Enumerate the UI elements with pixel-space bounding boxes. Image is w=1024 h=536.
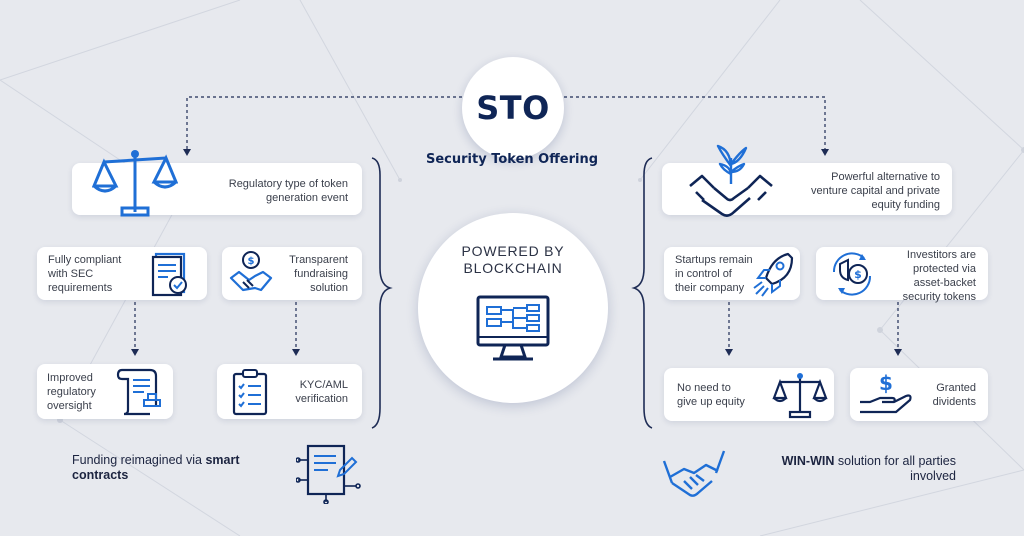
smart-contracts-bold1: smart [205, 453, 240, 467]
powerful-line3: equity funding [871, 199, 941, 211]
handshake-dollar-icon: $ [229, 251, 273, 292]
kyc-line2: verification [295, 393, 348, 405]
startups-text: Startups remain in control of their comp… [675, 253, 757, 295]
smart-contract-icon [296, 444, 361, 504]
investors-line2: protected via [913, 263, 976, 275]
powered-line1: POWERED BY [461, 243, 565, 259]
card-regulatory-token [72, 163, 362, 215]
scales-icon [92, 150, 178, 217]
page-subtitle: Security Token Offering [425, 152, 598, 167]
checklist-icon [232, 369, 268, 416]
hand-dollar-icon: $ [860, 371, 912, 414]
equity-line2: give up equity [677, 396, 745, 408]
improved-line2: regulatory [47, 386, 96, 398]
regulatory-text: Regulatory type of token generation even… [180, 177, 348, 205]
investors-line1: Investitors are [906, 249, 976, 261]
improved-line3: oversight [47, 400, 92, 412]
rocket-icon [753, 252, 794, 297]
startups-line2: in control of [675, 268, 732, 280]
transparent-line2: fundraising [294, 268, 348, 280]
kyc-line1: KYC/AML [299, 379, 348, 391]
smart-contracts-prefix: Funding reimagined via [72, 453, 202, 467]
card-improved-oversight [37, 364, 173, 419]
startups-line3: their company [675, 282, 745, 294]
equity-line1: No need to [677, 382, 731, 394]
dividends-text: Granted dividents [910, 381, 976, 409]
smart-contracts-text: Funding reimagined via smart contracts [72, 453, 302, 483]
scroll-stamp-icon [116, 368, 161, 416]
dividends-line1: Granted [936, 382, 976, 394]
startups-line1: Startups remain [675, 254, 753, 266]
card-startups-control [664, 247, 800, 300]
powerful-line1: Powerful alternative to [831, 171, 940, 183]
win-win-bold: WIN-WIN [781, 454, 835, 468]
shield-coin-icon: $ [832, 252, 872, 296]
equity-text: No need to give up equity [677, 381, 767, 409]
document-badge-icon [151, 252, 187, 297]
computer-network-icon [476, 295, 550, 361]
handshake-icon [662, 450, 726, 497]
powerful-text: Powerful alternative to venture capital … [770, 170, 940, 212]
win-win-rest1: solution for all parties [837, 454, 956, 468]
scales-icon [772, 373, 828, 419]
investors-line4: security tokens [902, 291, 976, 303]
handshake-sprout-icon [689, 144, 773, 217]
investors-text: Investitors are protected via asset-back… [880, 248, 976, 304]
regulatory-line1: Regulatory type of token [228, 178, 348, 190]
sec-line2: with SEC [48, 268, 94, 280]
powered-line2: BLOCKCHAIN [463, 260, 563, 276]
transparent-text: Transparent fundraising solution [270, 253, 348, 295]
sec-text: Fully compliant with SEC requirements [48, 253, 148, 295]
transparent-line3: solution [310, 282, 348, 294]
center-circle: POWERED BY BLOCKCHAIN [418, 213, 608, 403]
regulatory-line2: generation event [266, 192, 348, 204]
investors-line3: asset-backet [913, 277, 976, 289]
svg-text:$: $ [879, 371, 893, 395]
sec-line3: requirements [48, 282, 113, 294]
transparent-line1: Transparent [289, 254, 348, 266]
svg-text:$: $ [854, 268, 862, 281]
improved-line1: Improved [47, 372, 93, 384]
page-title: STO [476, 89, 550, 127]
powerful-line2: venture capital and private [810, 185, 940, 197]
improved-text: Improved regulatory oversight [47, 371, 117, 413]
powered-by-label: POWERED BY BLOCKCHAIN [418, 243, 608, 277]
win-win-text: WIN-WIN solution for all parties involve… [720, 454, 956, 484]
svg-text:$: $ [248, 256, 255, 267]
win-win-rest2: involved [910, 469, 956, 483]
sto-badge: STO [462, 57, 564, 159]
left-brace [371, 157, 393, 429]
smart-contracts-bold2: contracts [72, 468, 129, 482]
kyc-text: KYC/AML verification [280, 378, 348, 406]
sec-line1: Fully compliant [48, 254, 122, 266]
dividends-line2: dividents [932, 396, 976, 408]
right-brace [631, 157, 653, 429]
